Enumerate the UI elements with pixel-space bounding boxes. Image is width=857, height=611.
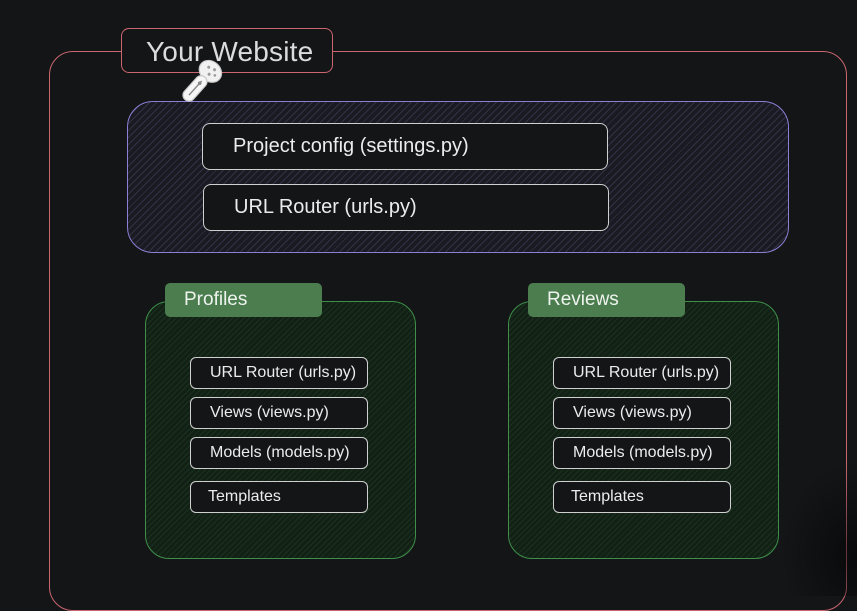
website-title-box xyxy=(121,28,333,73)
profiles-views-box: Views (views.py) xyxy=(190,397,368,429)
reviews-models-box: Models (models.py) xyxy=(553,437,731,469)
profiles-templates-box: Templates xyxy=(190,481,368,513)
reviews-app-region xyxy=(508,301,779,559)
reviews-templates-box: Templates xyxy=(553,481,731,513)
project-config-box: Project config (settings.py) xyxy=(202,123,608,170)
project-url-router-box: URL Router (urls.py) xyxy=(203,184,609,231)
reviews-url-router-box: URL Router (urls.py) xyxy=(553,357,731,389)
profiles-app-tab: Profiles xyxy=(165,283,322,317)
profiles-url-router-box: URL Router (urls.py) xyxy=(190,357,368,389)
website-title: Your Website xyxy=(146,36,314,67)
profiles-app-region xyxy=(145,301,416,559)
reviews-app-tab: Reviews xyxy=(528,283,685,317)
reviews-views-box: Views (views.py) xyxy=(553,397,731,429)
profiles-models-box: Models (models.py) xyxy=(190,437,368,469)
pin-icon xyxy=(182,59,223,102)
